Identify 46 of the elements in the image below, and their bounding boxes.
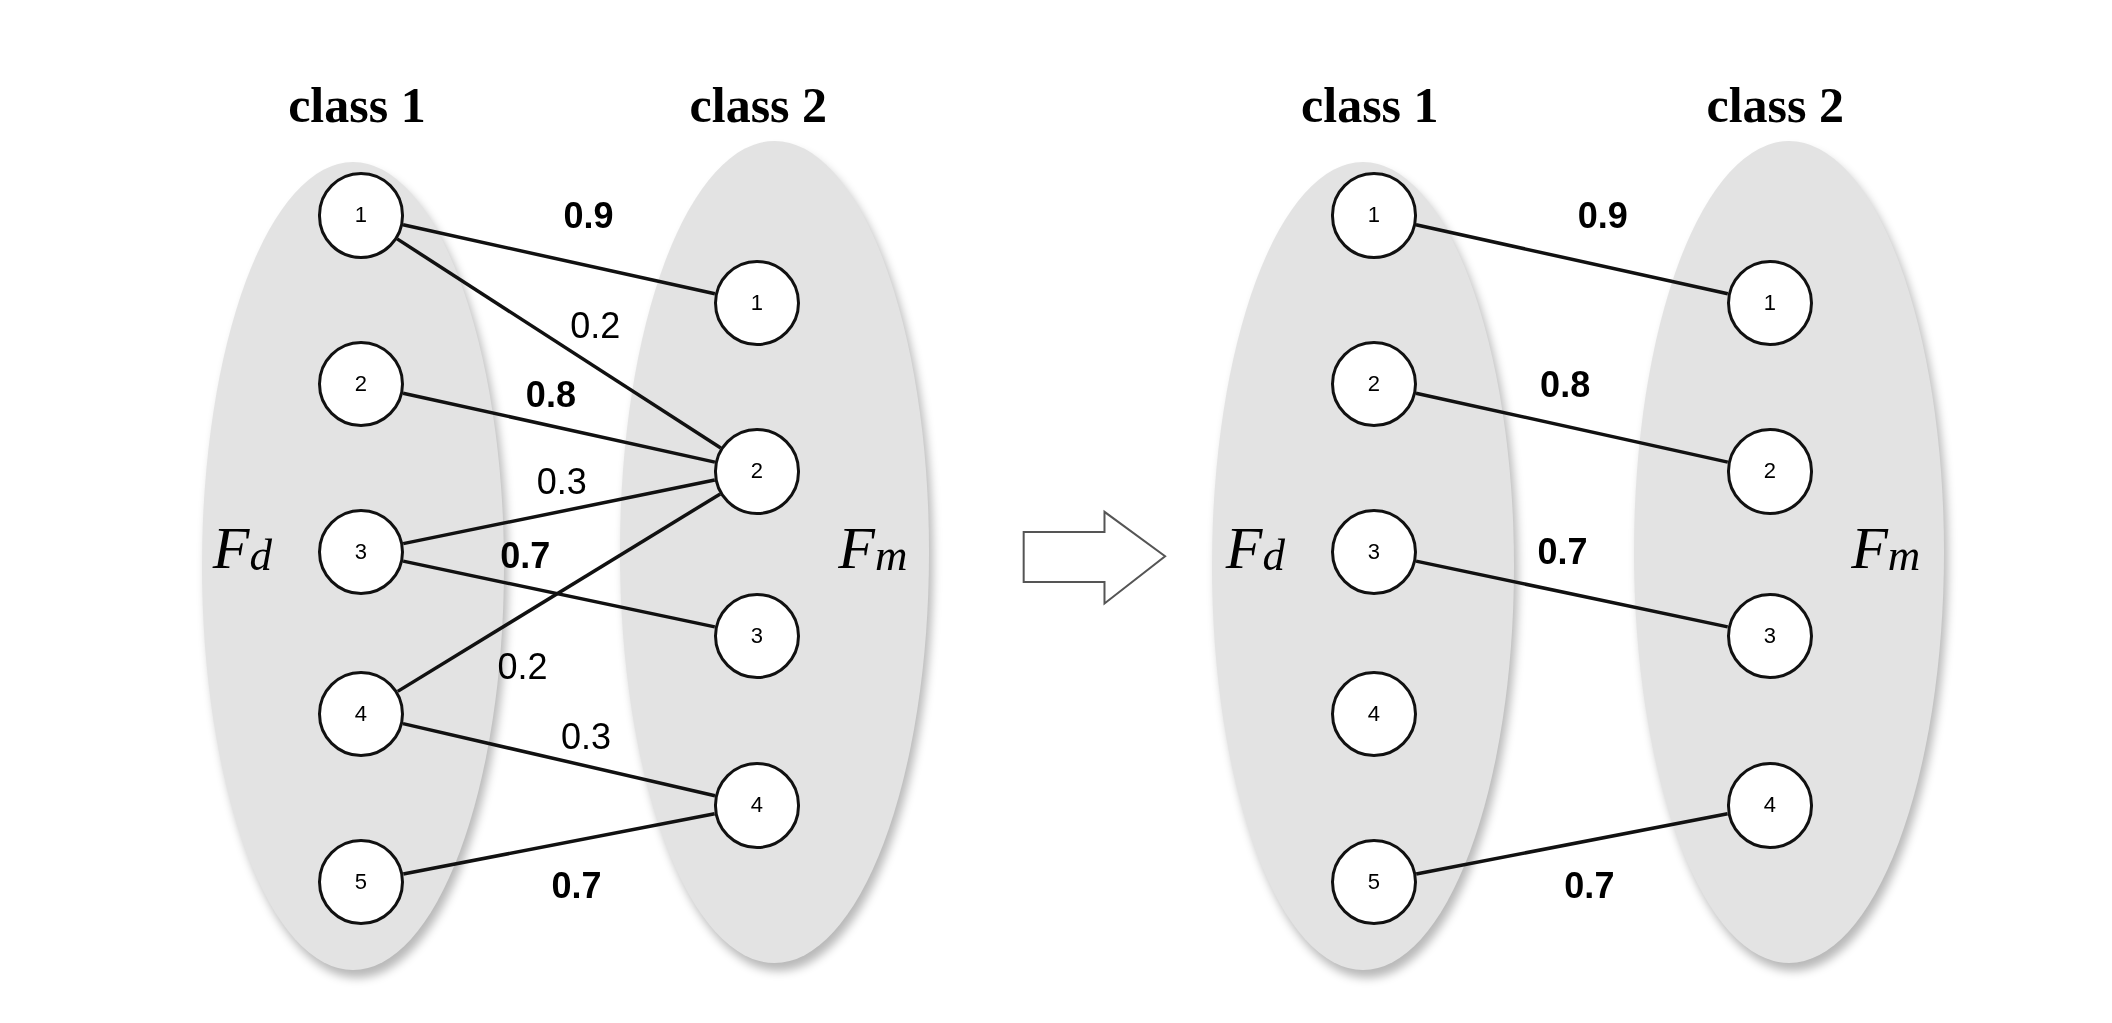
connector-line xyxy=(402,478,716,546)
node-circle: 4 xyxy=(1330,670,1417,757)
class-heading: class 1 xyxy=(288,80,426,131)
connector-line xyxy=(402,559,716,629)
class-heading: class 1 xyxy=(1301,80,1439,131)
node-circle: 2 xyxy=(713,428,801,515)
node-circle: 3 xyxy=(1330,509,1417,596)
edge-label: 0.7 xyxy=(1564,868,1615,905)
node-circle: 3 xyxy=(713,592,801,679)
connector-line xyxy=(1415,559,1729,629)
node-circle: 1 xyxy=(1330,172,1417,259)
node-circle: 5 xyxy=(1330,839,1417,926)
node-circle: 3 xyxy=(317,509,405,596)
edge-label: 0.3 xyxy=(536,464,587,501)
node-circle: 4 xyxy=(317,670,405,757)
node-circle: 2 xyxy=(1330,340,1417,427)
node-circle: 2 xyxy=(317,340,405,427)
connector-line xyxy=(402,223,716,296)
node-circle: 4 xyxy=(1726,762,1813,849)
edge-label: 0.8 xyxy=(1540,367,1591,404)
class-heading: class 2 xyxy=(689,80,828,131)
class-heading: class 2 xyxy=(1706,80,1844,131)
connector-line xyxy=(1415,811,1728,876)
connector-line xyxy=(396,237,722,450)
node-circle: 2 xyxy=(1726,428,1813,515)
edge-label: 0.3 xyxy=(560,718,611,755)
node-circle: 3 xyxy=(1726,592,1813,679)
connector-line xyxy=(1415,223,1729,296)
connector-line xyxy=(402,391,716,464)
node-circle: 4 xyxy=(713,762,801,849)
node-circle: 5 xyxy=(317,839,405,926)
edge-label: 0.7 xyxy=(551,868,602,905)
node-circle: 1 xyxy=(713,259,801,347)
edge-label: 0.7 xyxy=(1537,534,1588,571)
connector-line xyxy=(1415,391,1729,464)
edge-label: 0.9 xyxy=(1577,197,1628,234)
edge-label: 0.2 xyxy=(497,648,548,685)
connector-line xyxy=(402,721,716,798)
node-circle: 1 xyxy=(1726,259,1813,347)
edge-label: 0.7 xyxy=(500,538,551,575)
connector-line xyxy=(396,492,722,693)
edge-label: 0.8 xyxy=(525,376,576,413)
edge-label: 0.2 xyxy=(570,307,621,344)
edge-label: 0.9 xyxy=(563,197,614,234)
node-circle: 1 xyxy=(317,172,405,259)
connector-line xyxy=(402,811,715,876)
